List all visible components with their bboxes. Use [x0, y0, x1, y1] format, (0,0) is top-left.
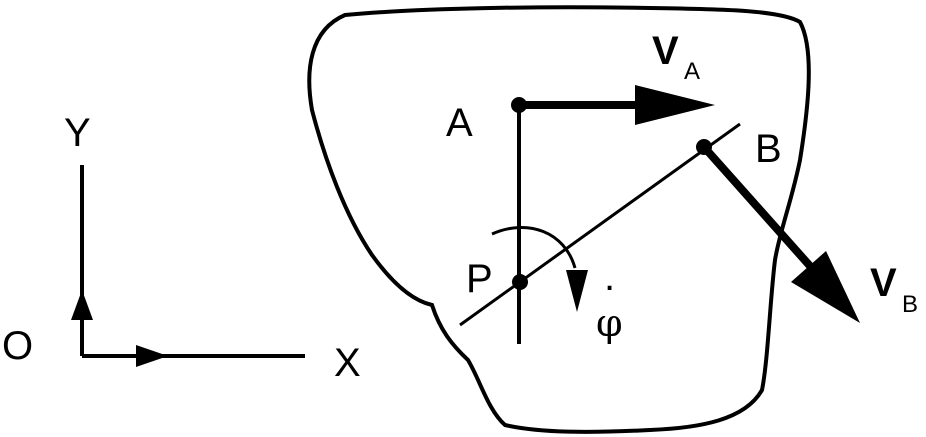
y-axis-label: Y: [64, 111, 91, 155]
rotation-arrow-head: [566, 270, 588, 312]
rigid-body-outline: [307, 5, 811, 434]
origin-label: O: [2, 324, 33, 368]
point-p-label: P: [466, 257, 493, 301]
x-unit-arrow-head: [136, 345, 168, 367]
angular-velocity-dot: .: [604, 255, 615, 299]
point-a-label: A: [446, 101, 473, 145]
rotation-arc: [491, 225, 577, 269]
point-p-dot: [512, 274, 528, 290]
velocity-a-label: V: [652, 29, 679, 73]
point-b-label: B: [755, 127, 782, 171]
velocity-b-arrow-head: [791, 251, 860, 323]
angular-velocity-label: φ: [596, 301, 623, 345]
point-a-dot: [511, 97, 527, 113]
x-axis-label: X: [334, 341, 361, 385]
point-b-dot: [696, 139, 712, 155]
y-unit-arrow-head: [71, 290, 93, 320]
velocity-b-label: V: [870, 261, 897, 305]
velocity-b-shaft: [701, 144, 821, 278]
velocity-b-subscript: B: [902, 291, 918, 318]
velocity-a-arrow-head: [635, 85, 715, 125]
line-p-b: [459, 122, 741, 327]
velocity-a-subscript: A: [684, 58, 700, 85]
